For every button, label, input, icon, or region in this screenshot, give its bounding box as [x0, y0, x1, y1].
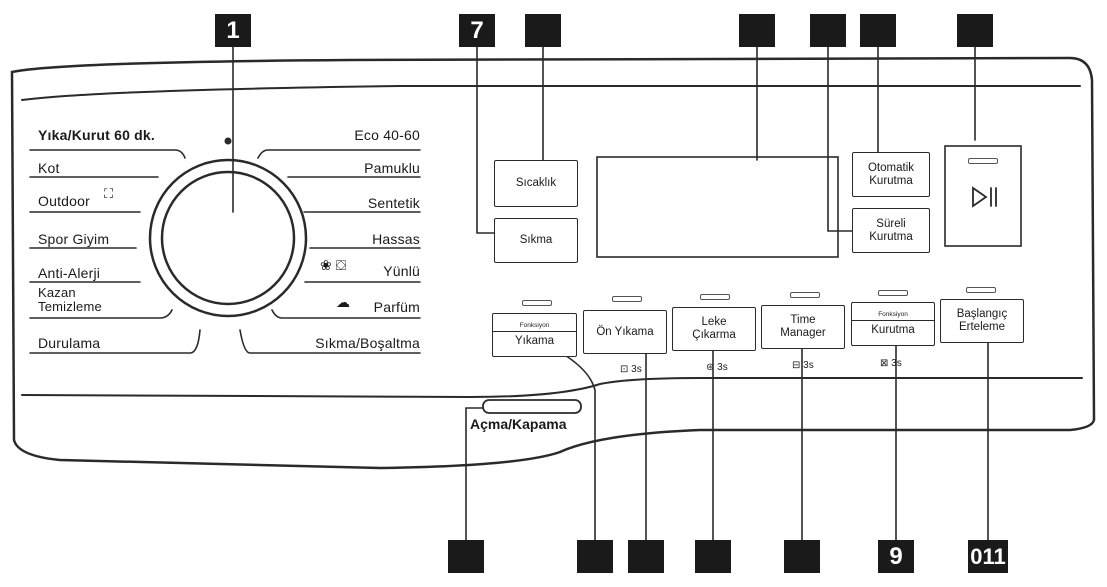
- callout-bottom-7: 011: [968, 540, 1008, 573]
- delay-indicator: [966, 287, 996, 293]
- perfume-icon: ☁: [336, 294, 350, 310]
- auto-dry-label-1: Otomatik: [867, 161, 914, 174]
- callout-top-7: [957, 14, 993, 47]
- power-button-outline: [482, 399, 582, 414]
- display-icon: ⊟: [792, 360, 801, 371]
- auto-dry-label-2: Kurutma: [869, 174, 913, 187]
- start-pause-indicator: [968, 158, 998, 164]
- stain-label-2: Çıkarma: [692, 329, 736, 341]
- program-label-refresh: Parfüm: [373, 299, 420, 315]
- power-button[interactable]: [483, 400, 581, 413]
- program-label-eco: Eco 40-60: [354, 127, 420, 143]
- time-manager-button[interactable]: Time Manager: [761, 305, 845, 349]
- lock-icon: ⊡: [620, 364, 629, 375]
- wash-button[interactable]: Fonksiyon Yıkama: [492, 313, 577, 357]
- time-manager-indicator: [790, 292, 820, 298]
- callout-bottom-3: [628, 540, 664, 573]
- program-label-spin-drain: Sıkma/Boşaltma: [315, 335, 420, 351]
- stain-indicator: [700, 294, 730, 300]
- callout-bottom-4: [695, 540, 731, 573]
- timed-dry-label-2: Kurutma: [869, 230, 913, 243]
- program-label-synthetic: Sentetik: [367, 195, 420, 211]
- panel-outline: [10, 56, 1096, 470]
- callout-top-6: [860, 14, 896, 47]
- play-pause-icon: [972, 186, 997, 208]
- time-manager-label-2: Manager: [780, 327, 826, 339]
- start-pause-frame: [944, 145, 1022, 247]
- timed-dry-label-1: Süreli: [876, 217, 906, 230]
- program-label-jeans: Kot: [38, 160, 60, 176]
- temperature-button-label: Sıcaklık: [515, 177, 557, 189]
- prewash-hint-text: 3s: [631, 364, 642, 375]
- stain-hold-hint: ⊛ 3s: [706, 362, 728, 374]
- callout-bottom-6: 9: [878, 540, 914, 573]
- callout-top-1: 1: [215, 14, 251, 47]
- auto-dry-button[interactable]: Otomatik Kurutma: [852, 152, 930, 197]
- wool-icon: ❀ ⛋: [320, 257, 347, 273]
- timed-dry-button[interactable]: Süreli Kurutma: [852, 208, 930, 253]
- callout-top-3: [525, 14, 561, 47]
- stain-hint-text: 3s: [717, 362, 728, 373]
- wash-button-label: Yıkama: [515, 335, 554, 347]
- wash-button-sub: Fonksiyon: [493, 322, 576, 332]
- time-manager-hint-text: 3s: [803, 360, 814, 371]
- delay-label-2: Erteleme: [958, 321, 1006, 333]
- start-pause-button[interactable]: [945, 146, 1021, 246]
- prewash-indicator: [612, 296, 642, 302]
- time-manager-hold-hint: ⊟ 3s: [792, 360, 814, 372]
- delay-label-1: Başlangıç: [956, 308, 1008, 320]
- program-dial-ring: [148, 158, 308, 318]
- panel-inner-line: [21, 85, 1081, 101]
- dry-indicator: [878, 290, 908, 296]
- callout-bottom-5: [784, 540, 820, 573]
- program-label-wash-dry-60: Yıka/Kurut 60 dk.: [38, 127, 155, 143]
- dry-hint-text: 3s: [891, 358, 902, 369]
- program-dial-knob: [160, 170, 296, 306]
- prewash-button[interactable]: Ön Yıkama: [583, 310, 667, 354]
- stain-label-1: Leke: [701, 316, 727, 328]
- program-label-outdoor: Outdoor: [38, 193, 90, 209]
- time-manager-label-1: Time: [790, 314, 816, 326]
- stain-removal-button[interactable]: Leke Çıkarma: [672, 307, 756, 351]
- program-label-rinse: Durulama: [38, 335, 101, 351]
- callout-bottom-1: [448, 540, 484, 573]
- callout-top-4: [739, 14, 775, 47]
- program-label-delicate: Hassas: [372, 231, 420, 247]
- outdoor-icon: ⛶: [104, 186, 114, 201]
- program-label-drum-clean-1: Kazan: [38, 285, 76, 300]
- prewash-button-label: Ön Yıkama: [596, 325, 654, 338]
- sound-icon: ⊠: [880, 358, 889, 369]
- temperature-button[interactable]: Sıcaklık: [494, 160, 578, 207]
- program-label-sportswear: Spor Giyim: [38, 231, 110, 247]
- dry-hold-hint: ⊠ 3s: [880, 358, 902, 370]
- prewash-hold-hint: ⊡ 3s: [620, 364, 642, 376]
- power-label: Açma/Kapama: [470, 416, 567, 432]
- child-lock-icon: ⊛: [706, 362, 715, 373]
- delay-start-button[interactable]: Başlangıç Erteleme: [940, 299, 1024, 343]
- dry-button-label: Kurutma: [871, 324, 915, 336]
- spin-button-label: Sıkma: [519, 234, 553, 246]
- callout-top-2: 7: [459, 14, 495, 47]
- program-label-cotton: Pamuklu: [364, 160, 420, 176]
- display-window: [596, 156, 839, 258]
- callout-bottom-2: [577, 540, 613, 573]
- spin-button[interactable]: Sıkma: [494, 218, 578, 263]
- dry-button-sub: Fonksiyon: [852, 311, 934, 321]
- dry-button[interactable]: Fonksiyon Kurutma: [851, 302, 935, 346]
- dial-indicator-dot: [224, 137, 232, 145]
- wash-indicator: [522, 300, 552, 306]
- callout-top-5: [810, 14, 846, 47]
- program-label-drum-clean-2: Temizleme: [38, 299, 102, 314]
- program-label-wool: Yünlü: [383, 263, 420, 279]
- program-label-anti-allergy: Anti-Alerji: [38, 265, 101, 281]
- panel-lower-line: [21, 377, 1083, 399]
